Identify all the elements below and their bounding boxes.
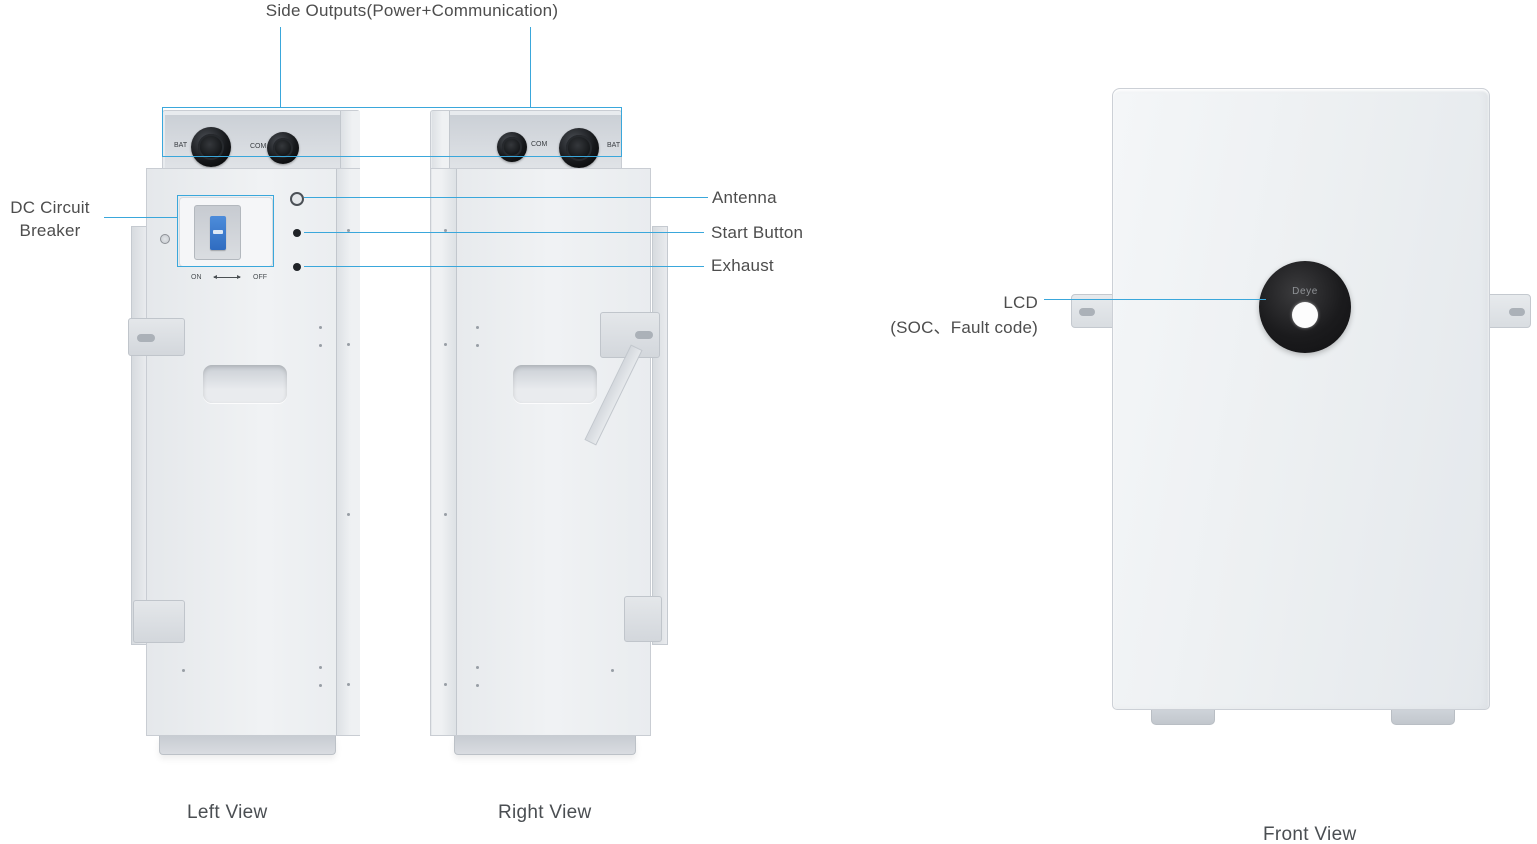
start-button-leader [304, 232, 704, 233]
screw-dot [444, 513, 447, 516]
right-view-base [454, 736, 636, 755]
left-view-wall-rail [131, 226, 147, 645]
left-view-mount-bracket-lower [133, 600, 185, 643]
front-view-foot-right [1391, 710, 1455, 725]
right-view-mount-bracket-lower [624, 596, 662, 642]
left-view-top-panel-assembly: BAT COM [162, 110, 360, 169]
right-view-com-connector [497, 132, 527, 162]
left-view-base [159, 736, 336, 755]
on-label: ON [191, 274, 202, 281]
exhaust-label: Exhaust [711, 256, 774, 275]
breaker-rocker-switch[interactable] [210, 216, 226, 250]
start-button-label: Start Button [711, 223, 804, 242]
exhaust-port [293, 263, 301, 271]
side-outputs-label: Side Outputs(Power+Communication) [265, 1, 559, 20]
screw-dot [319, 344, 322, 347]
screw-dot [476, 684, 479, 687]
lcd-label-line1: LCD [1003, 293, 1038, 312]
screw [160, 234, 170, 244]
lcd-indicator-dot [1292, 302, 1318, 328]
front-view-mount-tab-right [1489, 294, 1531, 328]
screw-dot [319, 666, 322, 669]
dc-breaker-highlight-box [177, 195, 274, 267]
right-view-label: Right View [498, 802, 592, 823]
bracket-slot [1509, 308, 1525, 316]
lcd-display: Deye [1259, 261, 1351, 353]
left-view-com-connector [267, 132, 299, 164]
side-outputs-leader-right [530, 27, 531, 107]
exhaust-leader [304, 266, 704, 267]
start-button[interactable] [293, 229, 301, 237]
right-view-top-side-strip [432, 111, 449, 169]
left-view-bat-port-label: BAT [174, 142, 188, 149]
left-view-body-seam [336, 169, 337, 735]
right-view-body [430, 168, 651, 736]
dc-breaker-label: DC Circuit Breaker [0, 196, 100, 242]
antenna-leader [304, 197, 708, 198]
on-off-arrow-icon [213, 275, 242, 279]
antenna-label: Antenna [712, 188, 777, 207]
off-label: OFF [253, 274, 267, 281]
screw-dot [444, 343, 447, 346]
right-view-wall-rail [652, 226, 668, 645]
screw-dot [444, 683, 447, 686]
left-view-handle-recess[interactable] [203, 365, 287, 403]
left-view-bat-connector [191, 127, 231, 167]
lcd-label: LCD (SOC、Fault code) [860, 290, 1038, 340]
dc-breaker-label-line1: DC Circuit [10, 198, 90, 217]
screw-dot [319, 326, 322, 329]
right-view-handle-recess[interactable] [513, 365, 597, 403]
screw-dot [347, 343, 350, 346]
front-view-body: Deye [1112, 88, 1490, 710]
bracket-slot [137, 334, 155, 342]
bracket-slot [635, 331, 653, 339]
dc-circuit-breaker-panel [179, 197, 273, 267]
rocker-notch [213, 230, 223, 234]
side-outputs-leader-left [280, 27, 281, 107]
right-view-com-port-label: COM [531, 141, 548, 148]
right-view-top-seam [449, 111, 450, 169]
screw-dot [182, 669, 185, 672]
screw-dot [319, 684, 322, 687]
lcd-leader [1044, 299, 1266, 300]
left-view-mount-bracket-upper [128, 318, 185, 356]
right-view-body-seam [456, 169, 457, 735]
screw-dot [476, 326, 479, 329]
left-view-top-seam [340, 111, 341, 169]
lcd-label-line2: (SOC、Fault code) [890, 318, 1038, 337]
side-outputs-highlight-box [162, 107, 622, 157]
screw-dot [347, 513, 350, 516]
breaker-on-off-indicator: ON OFF [191, 274, 267, 281]
left-view-label: Left View [187, 802, 268, 823]
screw-dot [347, 229, 350, 232]
screw-dot [476, 344, 479, 347]
dc-breaker-label-line2: Breaker [19, 221, 81, 240]
front-view-foot-left [1151, 710, 1215, 725]
left-view-com-port-label: COM [250, 143, 267, 150]
right-view-bat-port-label: BAT [607, 142, 621, 149]
left-view-side-strip [337, 169, 360, 735]
antenna [290, 192, 304, 206]
right-view-side-strip [432, 169, 456, 735]
right-view-top-panel-assembly: COM BAT [430, 110, 622, 169]
front-view-label: Front View [1263, 824, 1357, 844]
screw-dot [444, 229, 447, 232]
dc-circuit-breaker[interactable] [194, 205, 241, 260]
left-view-top-side-strip [341, 111, 360, 169]
brand-logo: Deye [1292, 286, 1318, 297]
bracket-slot [1079, 308, 1095, 316]
screw-dot [611, 669, 614, 672]
dc-breaker-leader [104, 217, 178, 218]
screw-dot [476, 666, 479, 669]
screw-dot [347, 683, 350, 686]
